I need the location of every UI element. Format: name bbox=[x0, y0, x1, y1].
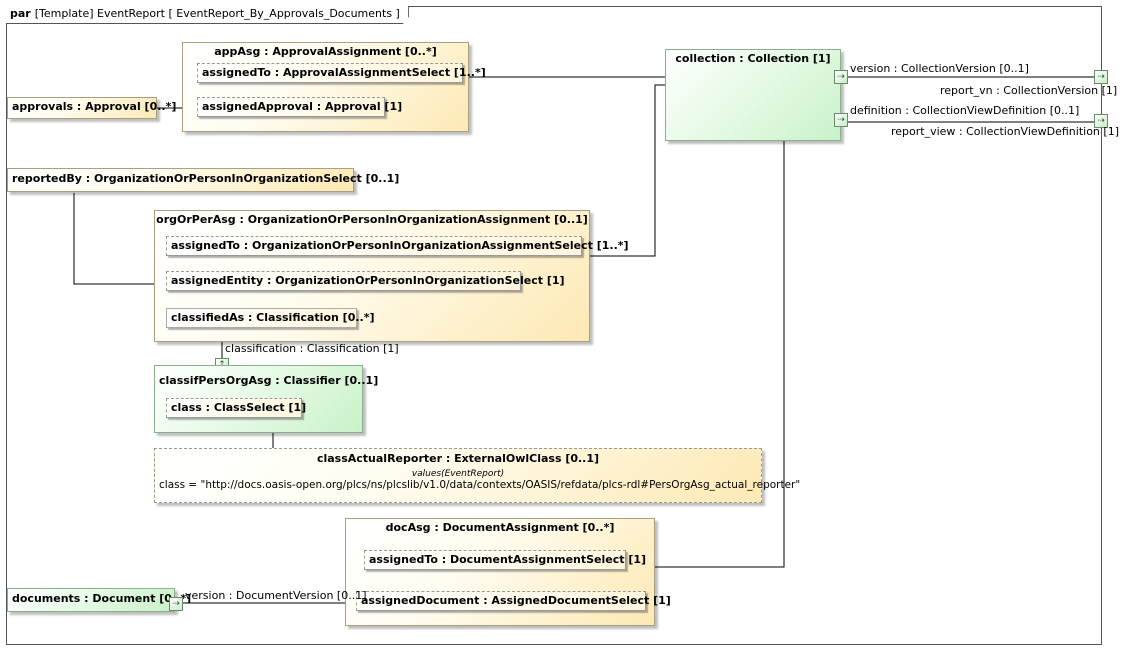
classactualreporter-block[interactable]: classActualReporter : ExternalOwlClass [… bbox=[154, 448, 800, 503]
approvals-title: approvals : Approval [0..*] bbox=[12, 100, 177, 113]
docasg-assigneddocument-part[interactable]: assignedDocument : AssignedDocumentSelec… bbox=[356, 591, 671, 611]
appasg-title: appAsg : ApprovalAssignment [0..*] bbox=[214, 45, 437, 58]
report-view-port[interactable]: ⇢ bbox=[1094, 114, 1108, 128]
orgorperasg-title: orgOrPerAsg : OrganizationOrPersonInOrga… bbox=[156, 213, 588, 226]
collection-version-port[interactable]: ⇢ bbox=[834, 70, 848, 84]
class-part[interactable]: class : ClassSelect [1] bbox=[166, 398, 306, 418]
diagram-frame bbox=[6, 6, 1102, 645]
orgorperasg-assignedto-part[interactable]: assignedTo : OrganizationOrPersonInOrgan… bbox=[166, 236, 629, 256]
reportedby-block[interactable]: reportedBy : OrganizationOrPersonInOrgan… bbox=[7, 168, 400, 192]
class-value: class = "http://docs.oasis-open.org/plcs… bbox=[159, 479, 801, 491]
frame-keyword: par bbox=[10, 7, 31, 20]
report-vn-port[interactable]: ⇢ bbox=[1094, 70, 1108, 84]
docasg-title: docAsg : DocumentAssignment [0..*] bbox=[385, 521, 615, 534]
report-view-label: report_view : CollectionViewDefinition [… bbox=[891, 125, 1119, 138]
appasg-block[interactable]: appAsg : ApprovalAssignment [0..*] bbox=[182, 42, 469, 132]
wire-reportedby bbox=[73, 193, 166, 285]
docasg-assignedto-part[interactable]: assignedTo : DocumentAssignmentSelect [1… bbox=[364, 550, 646, 570]
classifpersorgasg-title: classifPersOrgAsg : Classifier [0..1] bbox=[159, 374, 379, 387]
frame-title: [Template] EventReport [ EventReport_By_… bbox=[34, 7, 400, 20]
frame-header: par[Template] EventReport [ EventReport_… bbox=[6, 6, 409, 24]
approvals-block[interactable]: approvals : Approval [0..*] bbox=[7, 97, 177, 119]
classification-label: classification : Classification [1] bbox=[225, 342, 399, 355]
document-version-port[interactable]: ⇢ bbox=[169, 597, 183, 611]
orgorperasg-classifiedas-part[interactable]: classifiedAs : Classification [0..*] bbox=[166, 308, 374, 328]
definition-label: definition : CollectionViewDefinition [0… bbox=[850, 104, 1080, 117]
classactualreporter-title: classActualReporter : ExternalOwlClass [… bbox=[316, 452, 600, 465]
collection-block[interactable]: collection : Collection [1] bbox=[665, 49, 841, 141]
orgorperasg-assignedentity-part[interactable]: assignedEntity : OrganizationOrPersonInO… bbox=[166, 271, 565, 291]
values-heading: values(EventReport) bbox=[411, 469, 505, 479]
appasg-assignedto-part[interactable]: assignedTo : ApprovalAssignmentSelect [1… bbox=[197, 63, 486, 83]
collection-title: collection : Collection [1] bbox=[675, 52, 831, 65]
report-vn-label: report_vn : CollectionVersion [1] bbox=[940, 84, 1118, 97]
reportedby-title: reportedBy : OrganizationOrPersonInOrgan… bbox=[12, 172, 400, 185]
version-label: version : CollectionVersion [0..1] bbox=[850, 62, 1029, 75]
documents-block[interactable]: documents : Document [0..*] bbox=[7, 588, 192, 612]
documents-title: documents : Document [0..*] bbox=[12, 592, 192, 605]
doc-version-label: version : DocumentVersion [0..1] bbox=[185, 589, 367, 602]
collection-definition-port[interactable]: ⇢ bbox=[834, 113, 848, 127]
appasg-assignedapproval-part[interactable]: assignedApproval : Approval [1] bbox=[197, 97, 402, 117]
